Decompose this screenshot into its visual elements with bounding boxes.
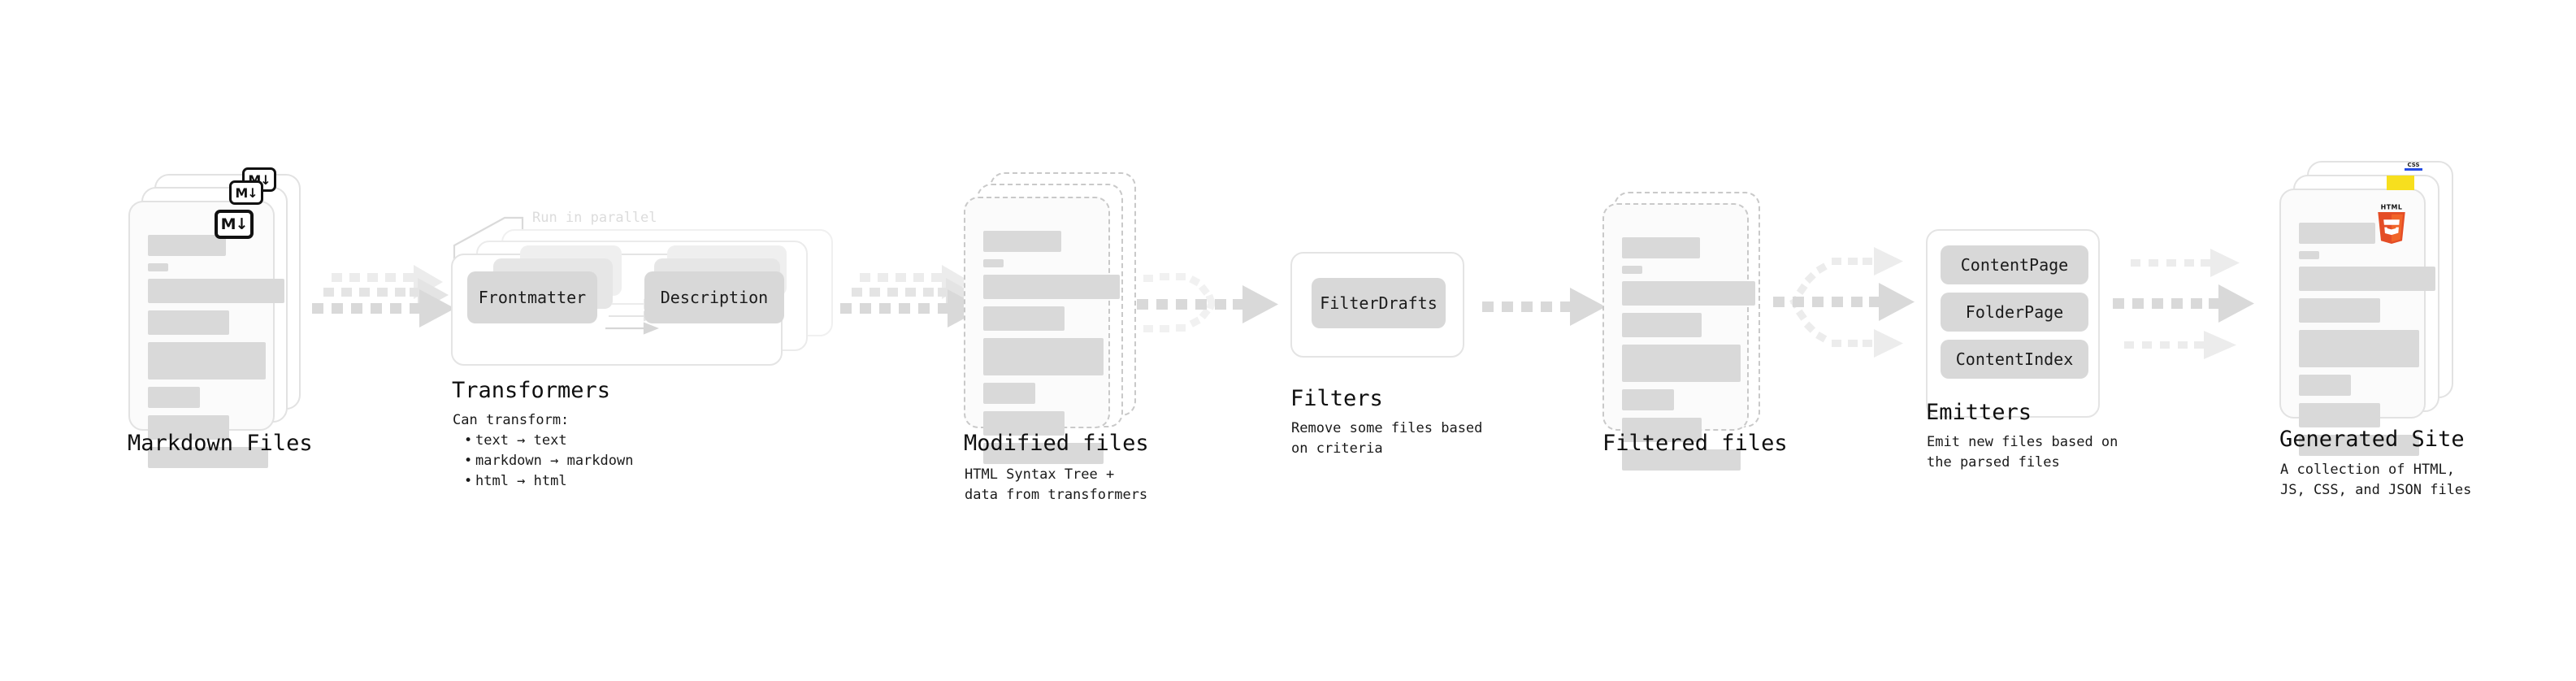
- emitter-chip-folderpage[interactable]: FolderPage: [1941, 293, 2088, 332]
- doc-line: [148, 387, 200, 408]
- doc-line: [148, 279, 284, 303]
- connector-filters-to-filtered: [1482, 288, 1606, 326]
- emitters-title: Emitters: [1926, 400, 2032, 425]
- doc-line: [2299, 223, 2375, 244]
- generated-site-title: Generated Site: [2279, 427, 2465, 452]
- doc-line: [148, 447, 268, 468]
- modified-doc-front: [964, 197, 1120, 464]
- js-icon: [2387, 176, 2414, 190]
- doc-line: [983, 275, 1120, 299]
- transformer-chip-frontmatter[interactable]: Frontmatter: [467, 271, 597, 323]
- doc-line: [983, 411, 1065, 436]
- doc-line: [1622, 266, 1642, 274]
- transformers-description: Can transform: text → text markdown → ma…: [453, 410, 633, 492]
- emitters-box: ContentPage FolderPage ContentIndex: [1926, 229, 2100, 418]
- markdown-files-title: Markdown Files: [128, 431, 313, 456]
- doc-line: [1622, 345, 1741, 382]
- doc-line: [2299, 375, 2351, 396]
- transformers-bullet-item: markdown → markdown: [464, 451, 633, 471]
- modified-files-title: Modified files: [964, 431, 1149, 456]
- doc-line: [1622, 313, 1702, 337]
- filter-chip-filterdrafts[interactable]: FilterDrafts: [1312, 278, 1446, 328]
- doc-line: [983, 338, 1104, 375]
- emitters-description: Emit new files based on the parsed files: [1927, 434, 2118, 471]
- connector-emitters-to-site: [2113, 249, 2254, 359]
- doc-line: [1622, 418, 1702, 442]
- transformers-title: Transformers: [452, 378, 611, 403]
- modified-doc-body: [983, 231, 1120, 471]
- markdown-icon-back-2: M↓: [242, 167, 276, 192]
- site-doc-body: [2299, 223, 2435, 463]
- transformers-bullet-list: text → text markdown → markdown html → h…: [453, 431, 633, 492]
- svg-text:HTML: HTML: [2381, 203, 2403, 210]
- run-in-parallel-label: Run in parallel: [532, 210, 657, 226]
- doc-line: [983, 259, 1004, 267]
- doc-line: [2299, 267, 2435, 291]
- markdown-icon: M↓: [215, 210, 254, 239]
- svg-text:CSS: CSS: [2407, 162, 2419, 168]
- emitter-chip-contentindex[interactable]: ContentIndex: [1941, 340, 2088, 379]
- transformers-bullet-item: text → text: [464, 431, 633, 451]
- filters-title: Filters: [1290, 386, 1383, 411]
- filtered-doc-body: [1622, 237, 1755, 478]
- filtered-files-stack: [1602, 192, 1789, 471]
- filtered-doc-front: [1602, 203, 1755, 471]
- doc-line: [1622, 449, 1741, 471]
- doc-line: [148, 310, 229, 335]
- connector-filtered-to-emitters: [1773, 247, 1915, 358]
- doc-line: [1622, 389, 1674, 410]
- transformers-lead: Can transform:: [453, 412, 570, 428]
- doc-line: [983, 306, 1065, 331]
- doc-line: [2299, 298, 2380, 323]
- doc-line: [2299, 435, 2419, 456]
- css-icon: CSS: [2405, 162, 2422, 171]
- markdown-files-stack: M↓ M↓ M↓: [128, 167, 315, 468]
- markdown-doc-body: [148, 235, 284, 475]
- emitter-chip-contentpage[interactable]: ContentPage: [1941, 245, 2088, 284]
- doc-line: [2299, 330, 2419, 367]
- doc-line: [148, 342, 266, 380]
- generated-site-stack: CSS HTML: [2279, 161, 2474, 456]
- transformers-bullet-item: html → html: [464, 471, 633, 492]
- modified-files-description: HTML Syntax Tree + data from transformer…: [965, 466, 1148, 503]
- markdown-icon-back-1: M↓: [229, 180, 263, 205]
- modified-files-stack: [964, 172, 1151, 464]
- transformers-group: Run in parallel Frontmatter Description: [451, 203, 833, 390]
- doc-line: [983, 231, 1061, 252]
- filters-box: FilterDrafts: [1290, 252, 1464, 358]
- generated-site-description: A collection of HTML, JS, CSS, and JSON …: [2280, 462, 2472, 498]
- doc-line: [2299, 251, 2319, 259]
- doc-line: [2299, 403, 2380, 427]
- doc-line: [1622, 237, 1700, 258]
- transformer-chip-description[interactable]: Description: [644, 271, 784, 323]
- connector-md-to-transformers: [312, 265, 455, 327]
- filters-description: Remove some files based on criteria: [1291, 420, 1483, 457]
- doc-line: [983, 443, 1104, 464]
- doc-line: [148, 235, 226, 256]
- connector-modified-to-filters: [1137, 273, 1278, 332]
- filtered-files-title: Filtered files: [1602, 431, 1788, 456]
- doc-line: [983, 383, 1035, 404]
- run-in-parallel-bracket: [453, 216, 524, 270]
- doc-line: [148, 263, 168, 271]
- markdown-doc-front: [128, 201, 284, 468]
- html5-icon: HTML: [2378, 203, 2405, 244]
- doc-line: [148, 415, 229, 440]
- doc-line: [1622, 281, 1755, 306]
